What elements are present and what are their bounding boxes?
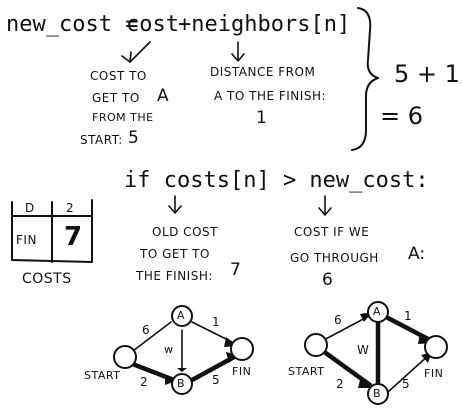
right-weight-b-fin: 5 bbox=[402, 377, 411, 391]
costs-row-key: FIN bbox=[16, 233, 37, 247]
new-cost-value: 6 bbox=[322, 270, 333, 290]
new-cost-line2: GO THROUGH bbox=[290, 251, 379, 265]
new-cost-line1: COST IF WE bbox=[294, 225, 370, 239]
left-fin-label: FIN bbox=[232, 365, 252, 378]
distance-value: 1 bbox=[256, 108, 267, 128]
right-node-b-label: B bbox=[373, 387, 382, 400]
graph-right bbox=[304, 301, 448, 405]
left-weight-a-fin: 1 bbox=[212, 315, 221, 329]
cost-label-line4: START: bbox=[80, 133, 123, 147]
left-weight-start-a: 6 bbox=[142, 323, 151, 337]
right-fin-label: FIN bbox=[424, 367, 444, 380]
right-start-node bbox=[304, 333, 328, 357]
arrow-to-old-cost bbox=[168, 195, 182, 214]
costs-caption: COSTS bbox=[22, 271, 72, 287]
left-node-b bbox=[171, 373, 193, 395]
curly-brace bbox=[351, 7, 379, 151]
left-start-node bbox=[113, 345, 137, 369]
left-node-b-label: B bbox=[177, 377, 186, 390]
cost-label-line1: COST TO bbox=[90, 69, 147, 83]
costs-header-cell-1: D bbox=[25, 201, 35, 215]
right-weight-a-fin: 1 bbox=[404, 309, 413, 323]
old-cost-line1: OLD COST bbox=[152, 225, 218, 239]
cost-label-line2: GET TO bbox=[92, 91, 140, 105]
arrow-to-cost-label bbox=[121, 41, 151, 63]
arrow-to-distance-label bbox=[231, 41, 245, 62]
right-start-label: START bbox=[288, 365, 325, 378]
right-weight-start-a: 6 bbox=[334, 313, 343, 327]
cost-label-line3: FROM THE bbox=[92, 111, 154, 124]
sum-expression: 5 + 1 bbox=[394, 60, 460, 88]
right-weight-a-b: W bbox=[357, 343, 370, 357]
arrow-to-new-cost bbox=[318, 195, 332, 216]
cost-term: cost bbox=[126, 12, 179, 37]
old-cost-line2: TO GET TO bbox=[140, 247, 210, 261]
right-fin-node bbox=[424, 335, 448, 359]
left-weight-b-fin: 5 bbox=[212, 373, 221, 387]
distance-label-line2: A TO THE FINISH: bbox=[214, 89, 327, 103]
old-cost-line3: THE FINISH: bbox=[136, 269, 213, 283]
distance-label-line1: DISTANCE FROM bbox=[210, 65, 316, 79]
condition-statement: if costs[n] > new_cost: bbox=[124, 168, 429, 193]
right-node-a-label: A bbox=[373, 305, 382, 318]
old-cost-value: 7 bbox=[230, 260, 241, 280]
cost-label-node-a: A bbox=[157, 86, 169, 106]
cost-value: 5 bbox=[128, 128, 139, 148]
costs-row-value: 7 bbox=[64, 222, 83, 252]
left-weight-a-b: w bbox=[164, 343, 174, 356]
right-weight-start-b: 2 bbox=[336, 377, 345, 391]
right-node-b bbox=[367, 383, 389, 405]
graph-left bbox=[113, 305, 254, 395]
left-start-label: START bbox=[84, 369, 121, 382]
left-fin-node bbox=[230, 337, 254, 361]
sum-result: = 6 bbox=[380, 102, 424, 130]
neighbors-term: +neighbors[n] bbox=[178, 12, 351, 37]
new-cost-lhs: new_cost = bbox=[6, 12, 139, 37]
right-node-a bbox=[367, 301, 389, 323]
costs-header-cell-2: 2 bbox=[66, 201, 75, 215]
left-node-a bbox=[171, 305, 193, 327]
new-cost-node-a: A: bbox=[408, 244, 426, 264]
left-weight-start-b: 2 bbox=[140, 375, 149, 389]
left-node-a-label: A bbox=[177, 309, 186, 322]
costs-table bbox=[11, 199, 93, 263]
